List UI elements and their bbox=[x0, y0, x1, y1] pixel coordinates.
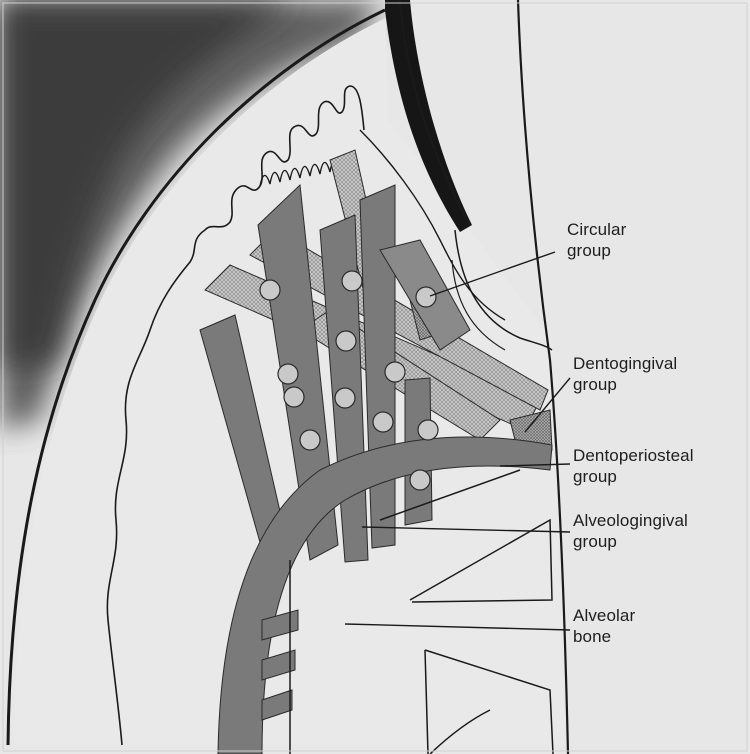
circular-fiber-section bbox=[260, 280, 280, 300]
circular-fiber-section bbox=[416, 287, 436, 307]
circular-fiber-section bbox=[373, 412, 393, 432]
label-dentogingival-line1: Dentogingival bbox=[573, 353, 677, 374]
circular-fiber-section bbox=[284, 387, 304, 407]
label-dentogingival-group: Dentogingival group bbox=[573, 353, 677, 395]
label-dentoperiosteal-line2: group bbox=[573, 466, 694, 487]
label-alveolar-line1: Alveolar bbox=[573, 605, 635, 626]
label-dentoperiosteal-group: Dentoperiosteal group bbox=[573, 445, 694, 487]
label-circular-line1: Circular bbox=[567, 219, 626, 240]
circular-fiber-section bbox=[300, 430, 320, 450]
label-alveologingival-line2: group bbox=[573, 531, 688, 552]
circular-fiber-section bbox=[278, 364, 298, 384]
label-circular-group: Circular group bbox=[567, 219, 626, 261]
label-circular-line2: group bbox=[567, 240, 626, 261]
label-dentoperiosteal-line1: Dentoperiosteal bbox=[573, 445, 694, 466]
circular-fiber-section bbox=[418, 420, 438, 440]
circular-fiber-section bbox=[336, 331, 356, 351]
label-alveologingival-line1: Alveologingival bbox=[573, 510, 688, 531]
circular-fiber-section bbox=[335, 388, 355, 408]
label-alveolar-line2: bone bbox=[573, 626, 635, 647]
label-dentogingival-line2: group bbox=[573, 374, 677, 395]
label-alveologingival-group: Alveologingival group bbox=[573, 510, 688, 552]
circular-fiber-section bbox=[385, 362, 405, 382]
circular-fiber-section bbox=[410, 470, 430, 490]
circular-fiber-section bbox=[342, 271, 362, 291]
label-alveolar-bone: Alveolar bone bbox=[573, 605, 635, 647]
